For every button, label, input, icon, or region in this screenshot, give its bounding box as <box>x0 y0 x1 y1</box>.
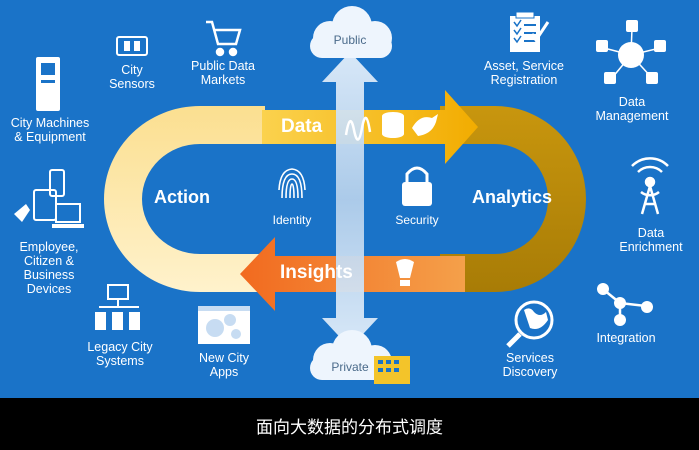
city-sensor-icon <box>116 36 148 56</box>
shopping-cart-icon <box>206 20 242 57</box>
action-label: Action <box>154 187 210 207</box>
discovery-globe-icon <box>506 300 554 348</box>
public-private-axis <box>322 52 378 348</box>
city-machines-label: City Machines& Equipment <box>10 116 90 144</box>
public-cloud-icon <box>310 6 392 58</box>
bird-icon <box>412 114 438 136</box>
fingerprint-icon <box>278 168 306 199</box>
database-icon <box>382 112 404 138</box>
analytics-label: Analytics <box>472 187 553 207</box>
signal-wave-icon <box>344 116 372 141</box>
network-servers-icon <box>95 284 140 330</box>
diagram: Data Insights Action Analytics Public Pr… <box>0 0 699 398</box>
public-label: Public <box>333 33 367 47</box>
broadcast-tower-icon <box>631 157 669 215</box>
identity-label: Identity <box>272 213 312 227</box>
app-window-icon <box>198 306 250 344</box>
insights-flow-label: Insights <box>280 262 353 283</box>
data-flow-label: Data <box>281 116 323 137</box>
clipboard-checklist-icon <box>510 11 550 52</box>
devices-icon <box>14 169 84 228</box>
security-label: Security <box>395 213 439 227</box>
private-label: Private <box>331 360 369 374</box>
data-management-network-icon <box>596 20 666 84</box>
building-icon <box>374 356 410 384</box>
caption-bar: 面向大数据的分布式调度 <box>0 398 699 450</box>
analytics-arc <box>440 106 586 292</box>
lightbulb-icon <box>396 259 414 286</box>
caption-text: 面向大数据的分布式调度 <box>256 418 443 438</box>
diagram-graphics <box>14 6 669 384</box>
kiosk-machine-icon <box>36 57 60 111</box>
integration-nodes-icon <box>597 283 653 326</box>
integration-label: Integration <box>596 331 656 345</box>
padlock-icon <box>402 166 432 206</box>
action-arc <box>104 106 265 292</box>
